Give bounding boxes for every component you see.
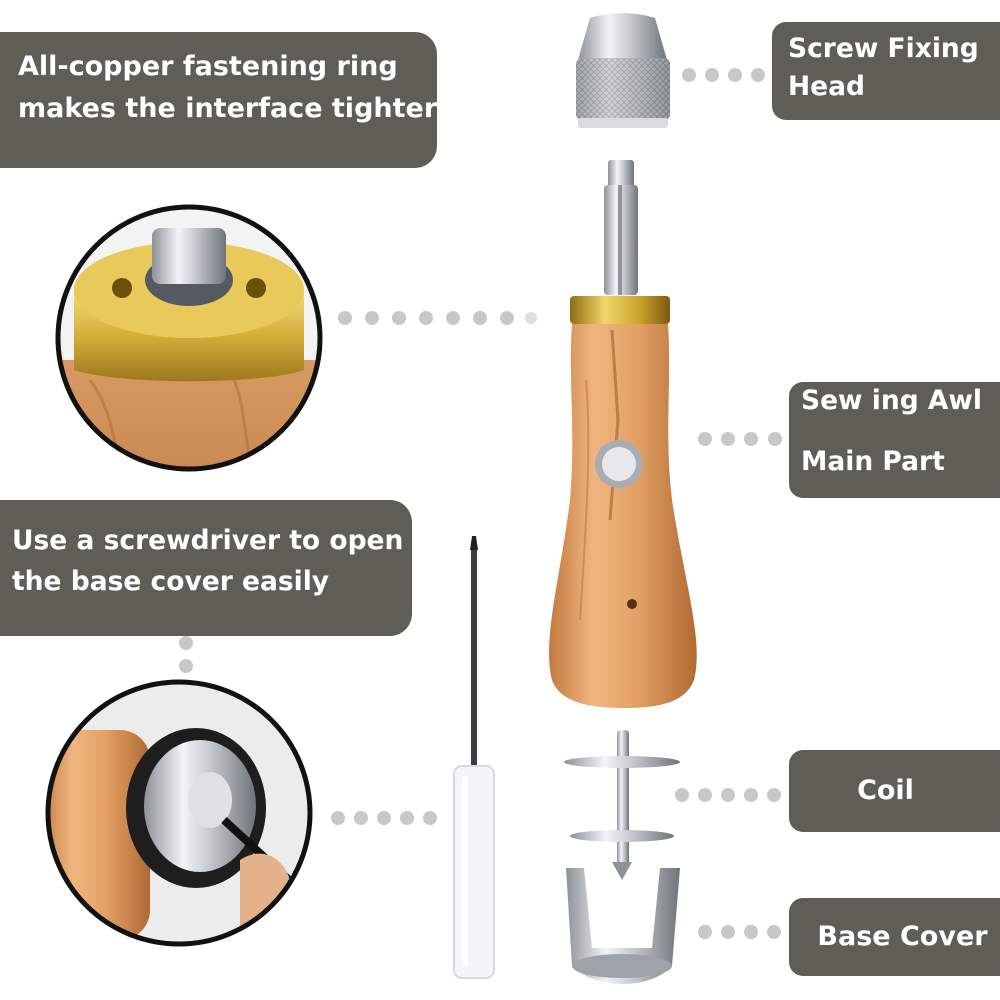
callout-line: All-copper fastening ring — [18, 51, 398, 82]
callout-line: Use a screwdriver to open — [12, 525, 404, 556]
dot-leader — [698, 432, 782, 446]
callout-base-cover: Base Cover — [789, 898, 1000, 976]
callout-line: Head — [788, 71, 866, 103]
coil-icon — [564, 730, 680, 880]
dot-leader — [179, 636, 193, 673]
dot-leader — [338, 311, 537, 325]
callout-line: Screw Fixing — [788, 33, 979, 64]
callout-line: Base Cover — [817, 921, 988, 952]
callout-line: the base cover easily — [12, 566, 330, 598]
base-cover-icon — [566, 868, 680, 984]
callout-line: Sew ing Awl — [801, 385, 982, 416]
callout-screwdriver: Use a screwdriver to open the base cover… — [0, 500, 412, 636]
dot-leader — [682, 68, 765, 82]
callout-copper-ring: All-copper fastening ring makes the inte… — [0, 32, 437, 168]
dot-leader — [698, 925, 781, 939]
screw-head-icon — [576, 13, 670, 128]
awl-handle-icon — [549, 324, 697, 708]
screwdriver-icon — [453, 536, 495, 979]
callout-line: makes the interface tighter — [18, 92, 438, 124]
needle-icon — [604, 160, 638, 295]
callout-coil: Coil — [789, 750, 1000, 832]
dot-leader — [331, 811, 437, 825]
callout-screw-head: Screw Fixing Head — [772, 22, 1000, 120]
magnifier-icon — [55, 204, 323, 472]
dot-leader — [675, 788, 781, 802]
brass-ring-icon — [570, 296, 670, 324]
callout-line: Main Part — [801, 445, 945, 477]
callout-awl-main: Sew ing Awl Main Part — [789, 382, 1000, 498]
magnifier-icon — [45, 679, 313, 947]
callout-line: Coil — [857, 775, 914, 806]
